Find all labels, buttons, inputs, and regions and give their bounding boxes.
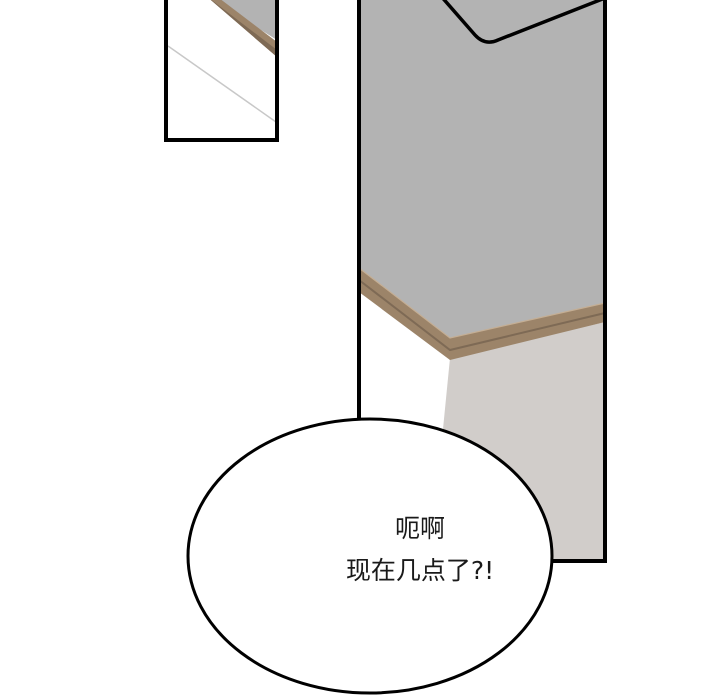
speech-line-1: 呃啊 [394,514,445,543]
speech-line-2: 现在几点了?! [345,556,495,585]
speech-bubble-text: 呃啊 现在几点了?! [190,508,650,592]
speech-bubble [186,417,554,695]
left-panel [164,0,279,142]
